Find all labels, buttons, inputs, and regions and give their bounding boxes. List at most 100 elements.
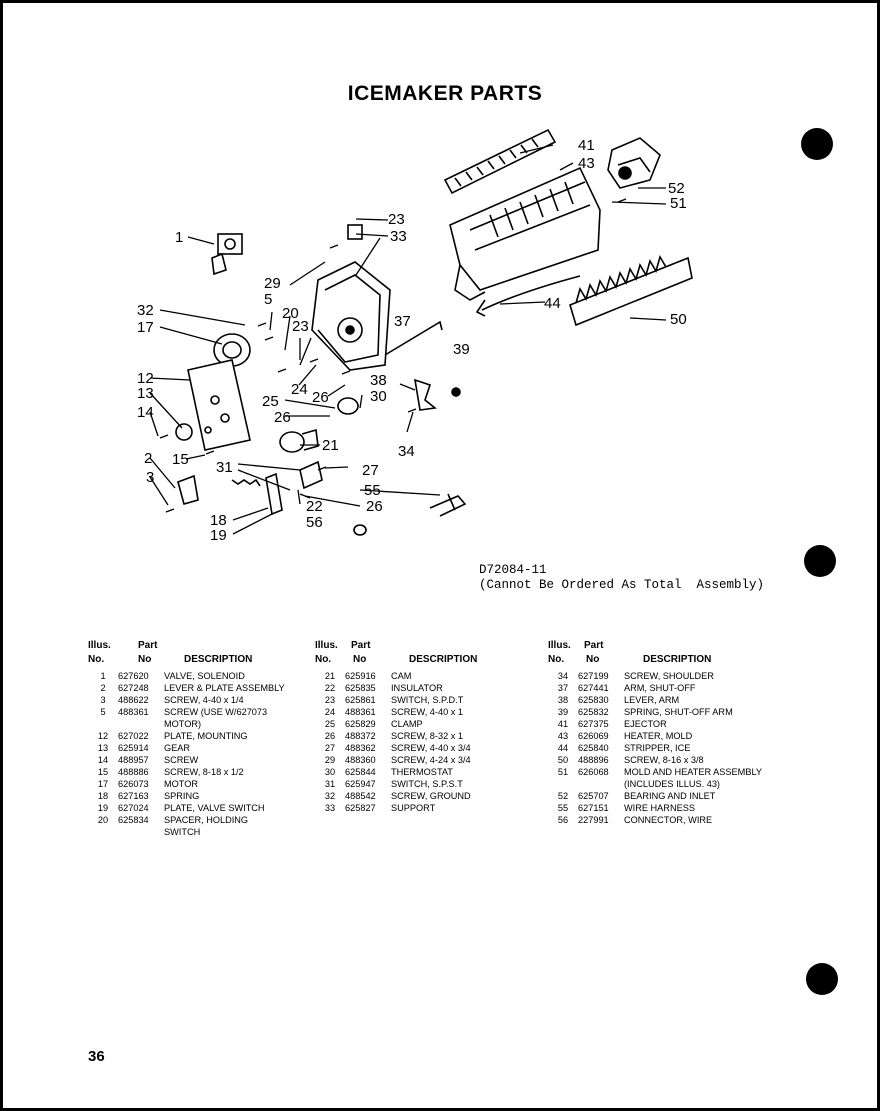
ejector-part	[443, 128, 557, 195]
illus-number: 5	[100, 707, 106, 717]
header-description: DESCRIPTION	[643, 654, 712, 665]
part-number: 625827	[345, 803, 376, 813]
thermostat-part	[337, 397, 359, 415]
part-description: SCREW, 8-32 x 1	[391, 731, 463, 741]
support-housing-part	[311, 224, 391, 371]
illus-number: 41	[557, 719, 569, 729]
illus-number: 23	[324, 695, 336, 705]
part-description: PLATE, VALVE SWITCH	[164, 803, 265, 813]
part-number: 627620	[118, 671, 149, 681]
part-description: LEVER, ARM	[624, 695, 680, 705]
illus-number: 37	[557, 683, 569, 693]
callout-label-13: 13	[137, 385, 154, 402]
solenoid-valve-part	[211, 233, 243, 276]
part-number: 488896	[578, 755, 609, 765]
illus-number: 12	[97, 731, 109, 741]
part-number: 626069	[578, 731, 609, 741]
callout-label-55: 55	[364, 482, 381, 499]
leader-lines	[149, 144, 667, 535]
part-description: SCREW, 4-40 x 1/4	[164, 695, 244, 705]
callout-label-26: 26	[312, 389, 329, 406]
header-illus: Illus.	[88, 640, 111, 651]
header-description: DESCRIPTION	[184, 654, 253, 665]
model-note: (Cannot Be Ordered As Total Assembly)	[479, 578, 765, 592]
callout-label-25: 25	[262, 393, 279, 410]
header-no: No.	[548, 654, 565, 665]
illus-number: 2	[100, 683, 106, 693]
callout-label-17: 17	[137, 319, 154, 336]
callout-label-56: 56	[306, 514, 323, 531]
part-description: SCREW, 4-40 x 1	[391, 707, 463, 717]
illus-number: 55	[557, 803, 569, 813]
part-description: SWITCH, S.P.D.T	[391, 695, 464, 705]
callout-label-34: 34	[398, 443, 415, 460]
callout-label-43: 43	[578, 155, 595, 172]
part-number: 488360	[345, 755, 376, 765]
callout-label-14: 14	[137, 404, 154, 421]
illus-number: 15	[97, 767, 109, 777]
part-number: 488361	[345, 707, 376, 717]
part-description: PLATE, MOUNTING	[164, 731, 248, 741]
model-number-block: D72084-11 (Cannot Be Ordered As Total As…	[479, 563, 764, 593]
part-description: SCREW, 8-18 x 1/2	[164, 767, 244, 777]
callout-label-3: 3	[146, 469, 154, 486]
shut-off-spring-part	[451, 387, 461, 397]
part-description: SPACER, HOLDING SWITCH	[164, 815, 249, 837]
wire-connector-part	[353, 524, 367, 536]
shut-off-arm-part	[384, 320, 443, 356]
lever-plate-part	[177, 474, 199, 505]
part-description: SCREW	[164, 755, 199, 765]
part-number: 625844	[345, 767, 376, 777]
model-number: D72084-11	[479, 563, 547, 577]
callout-label-21: 21	[322, 437, 339, 454]
part-number: 488362	[345, 743, 376, 753]
mold-assembly-part	[449, 166, 601, 301]
heater-part	[475, 275, 581, 317]
parts-table-header: Illus. Part No. No DESCRIPTION	[548, 640, 788, 670]
illus-number: 32	[324, 791, 336, 801]
illus-number: 19	[97, 803, 109, 813]
part-description: MOTOR	[164, 779, 199, 789]
valve-switch-plate-part	[265, 472, 283, 516]
header-part-no: No	[353, 654, 367, 665]
part-description: ARM, SHUT-OFF	[624, 683, 696, 693]
callout-label-41: 41	[578, 137, 595, 154]
callout-label-38: 38	[370, 372, 387, 389]
illus-number: 50	[557, 755, 569, 765]
illus-number: 1	[100, 671, 106, 681]
binder-hole-middle	[804, 545, 836, 577]
callout-label-44: 44	[544, 295, 561, 312]
callout-label-39: 39	[453, 341, 470, 358]
illus-number: 33	[324, 803, 336, 813]
callout-label-29: 29	[264, 275, 281, 292]
part-number: 625861	[345, 695, 376, 705]
illus-number: 29	[324, 755, 336, 765]
callout-label-15: 15	[172, 451, 189, 468]
part-description: SCREW (USE W/627073 MOTOR)	[164, 707, 268, 729]
part-description: LEVER & PLATE ASSEMBLY	[164, 683, 285, 693]
callout-label-37: 37	[394, 313, 411, 330]
callout-label-50: 50	[670, 311, 687, 328]
callout-label-30: 30	[370, 388, 387, 405]
illus-number: 25	[324, 719, 336, 729]
binder-hole-top	[801, 128, 833, 160]
part-description: STRIPPER, ICE	[624, 743, 691, 753]
callout-label-51: 51	[670, 195, 687, 212]
part-number: 625830	[578, 695, 609, 705]
part-description: SCREW, GROUND	[391, 791, 471, 801]
